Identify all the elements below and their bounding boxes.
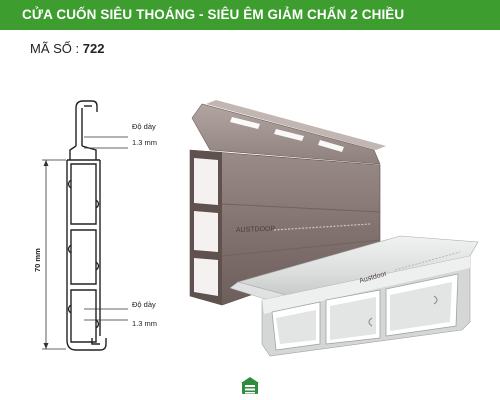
- silver-slat-render: Austdoor: [229, 235, 479, 357]
- top-hook-profile: [75, 100, 98, 146]
- thickness-top-label: Độ dày: [132, 122, 156, 131]
- product-code-value: 722: [82, 41, 105, 56]
- thickness-bottom-label: Độ dày: [132, 300, 156, 309]
- chamber-1: [70, 163, 97, 225]
- chamber-2: [70, 229, 97, 285]
- house-logo-icon: [241, 377, 259, 394]
- height-dimension: 70 mm: [33, 159, 66, 350]
- page-title: CỬA CUỐN SIÊU THOÁNG - SIÊU ÊM GIẢM CHẤN…: [22, 7, 405, 22]
- profile-outline: [66, 159, 107, 351]
- chamber-3: [70, 289, 97, 343]
- height-label: 70 mm: [33, 248, 42, 272]
- bottom-hook-profile: [91, 338, 100, 345]
- thickness-bottom-value: 1.3 mm: [132, 319, 157, 328]
- thickness-top-value: 1.3 mm: [132, 138, 157, 147]
- product-code: MÃ SỐ : 722: [30, 41, 104, 56]
- product-code-label: MÃ SỐ :: [30, 41, 80, 56]
- thickness-bottom-dimension: Độ dày 1.3 mm: [84, 300, 157, 328]
- title-banner: CỬA CUỐN SIÊU THOÁNG - SIÊU ÊM GIẢM CHẤN…: [0, 0, 500, 30]
- brand-dark-text: AUSTDOOR: [236, 226, 276, 234]
- thickness-top-dimension: Độ dày 1.3 mm: [84, 122, 157, 149]
- cross-section-drawing: [66, 100, 107, 351]
